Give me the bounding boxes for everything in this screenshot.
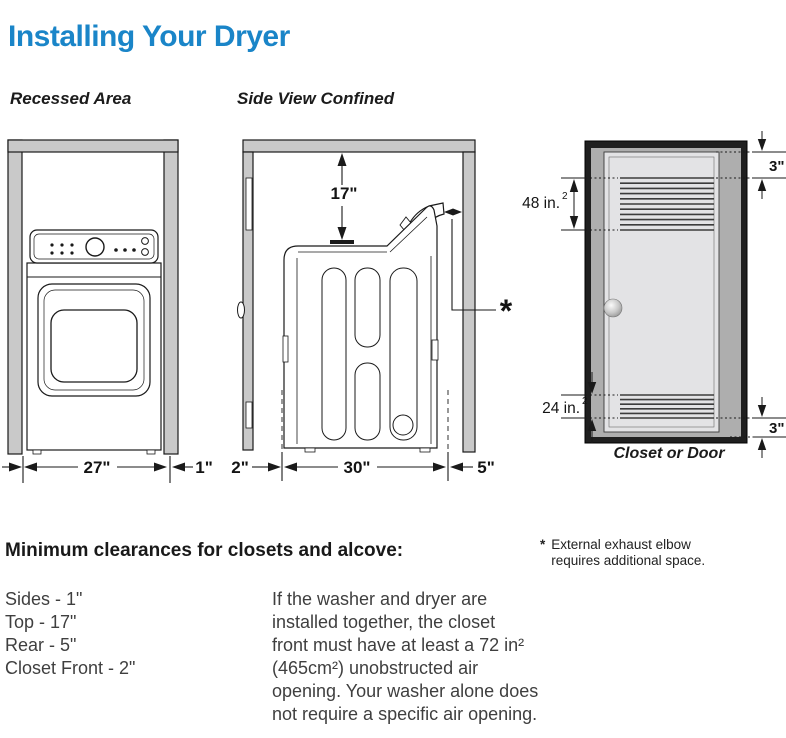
recess-walls — [7, 139, 179, 455]
top-gap-dimension: 3" — [716, 131, 786, 199]
note-line: opening. Your washer alone does — [272, 681, 539, 701]
door-knob-edge-icon — [237, 301, 245, 319]
vent-area-label-top: 48 in. — [522, 195, 560, 212]
dim-label-depth: 30" — [344, 458, 371, 477]
asterisk-leader-line — [451, 219, 496, 311]
clearance-item-closet-front: Closet Front - 2" — [5, 658, 136, 678]
dim-label-rear-clearance: 5" — [477, 458, 495, 477]
dryer-front-view — [26, 229, 162, 455]
vent-outlet-icon — [392, 414, 414, 436]
closet-door-caption: Closet or Door — [613, 445, 725, 462]
confined-walls — [237, 139, 476, 453]
dim-label-bottom-gap: 3" — [769, 420, 784, 437]
door-hinge-icon — [245, 401, 253, 429]
dim-label-width: 27" — [84, 458, 111, 477]
clearances-heading: Minimum clearances for closets and alcov… — [5, 540, 404, 561]
dryer-knob-icon — [85, 237, 105, 257]
section-label-recessed-area: Recessed Area — [10, 89, 132, 108]
vent-area-sup-top: 2 — [562, 191, 568, 202]
page-title: Installing Your Dryer — [8, 20, 290, 54]
door-hinge-icon — [245, 177, 253, 231]
note-line: front must have at least a 72 in² — [272, 635, 525, 655]
clearance-item-rear: Rear - 5" — [5, 635, 77, 655]
control-buttons — [50, 243, 136, 255]
dim-label-top-gap: 3" — [769, 158, 784, 175]
bottom-gap-dimension: 3" — [716, 397, 786, 458]
section-label-side-view-confined: Side View Confined — [237, 89, 395, 108]
footnote-line: External exhaust elbow — [551, 537, 691, 552]
doorknob-icon — [603, 298, 623, 318]
footnote-marker: * — [540, 537, 546, 552]
air-opening-note: If the washer and dryer are installed to… — [272, 588, 538, 726]
side-view-diagram: 17" * 2" 30" — [231, 139, 513, 481]
note-line: (465cm²) unobstructed air — [272, 658, 479, 678]
dim-label-side-clearance: 1" — [195, 458, 213, 477]
note-line: not require a specific air opening. — [272, 704, 538, 724]
closet-door-edge — [242, 151, 254, 451]
lower-vent-icon — [620, 394, 714, 419]
upper-vent-icon — [620, 177, 714, 231]
vent-area-label-bottom: 24 in. — [542, 400, 580, 417]
lower-vent-dimension: 24 in. 2 — [542, 372, 618, 443]
vent-area-sup-bottom: 2 — [582, 396, 588, 407]
elbow-clearance-arrow — [444, 208, 462, 216]
dryer-side-view — [282, 205, 439, 453]
dim-label-top-clearance: 17" — [331, 184, 358, 203]
dryer-door — [37, 283, 151, 397]
footnote-line: requires additional space. — [551, 553, 706, 568]
side-view-dimensions: 2" 30" 5" — [231, 390, 495, 481]
asterisk-marker: * — [500, 293, 513, 329]
recessed-dimensions: 27" 1" — [2, 456, 213, 483]
recessed-area-diagram: 27" 1" — [2, 139, 213, 483]
note-line: If the washer and dryer are — [272, 589, 488, 609]
dim-label-front-clearance: 2" — [231, 458, 249, 477]
exhaust-elbow-footnote: * External exhaust elbow requires additi… — [540, 537, 705, 569]
clearance-item-sides: Sides - 1" — [5, 589, 83, 609]
clearance-list: Sides - 1" Top - 17" Rear - 5" Closet Fr… — [5, 588, 135, 680]
closet-door-diagram: 48 in. 2 24 in. 2 — [522, 131, 786, 462]
clearance-item-top: Top - 17" — [5, 612, 77, 632]
note-line: installed together, the closet — [272, 612, 496, 632]
door-window — [50, 309, 138, 383]
footnote-text: External exhaust elbow requires addition… — [551, 537, 705, 569]
top-clearance-dimension: 17" — [331, 153, 358, 240]
upper-vent-dimension: 48 in. 2 — [522, 177, 618, 231]
